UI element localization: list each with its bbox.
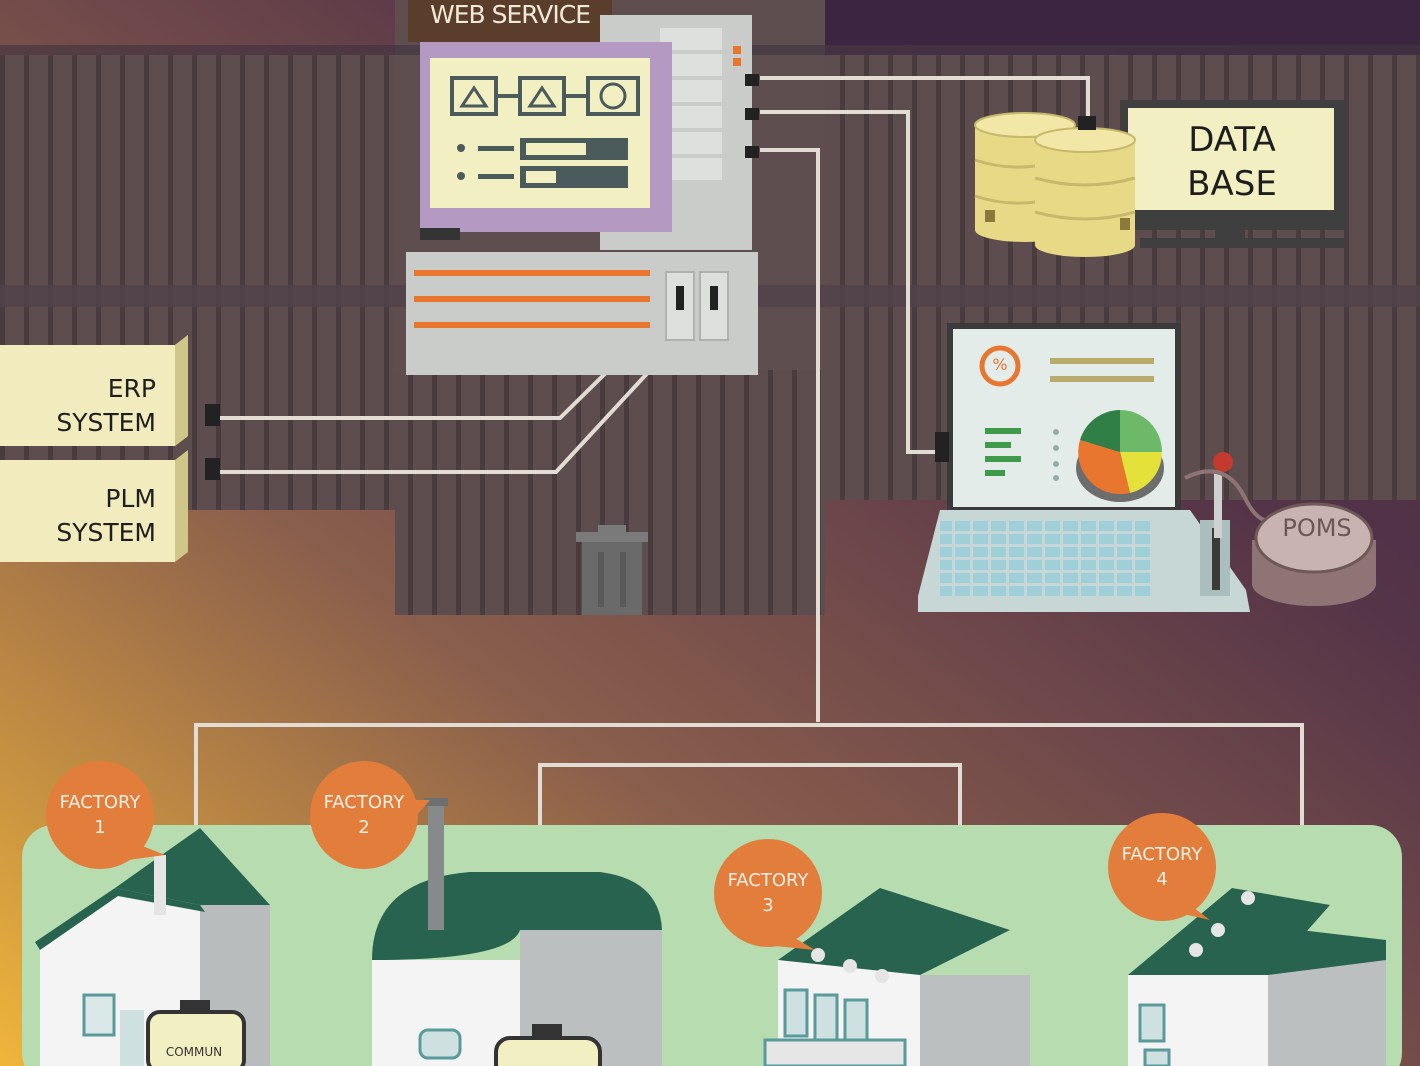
- web-service-server: [406, 0, 759, 375]
- poms-laptop: [918, 323, 1266, 612]
- pie-chart-icon: [1076, 410, 1164, 502]
- database-label: DATA BASE: [1187, 120, 1277, 204]
- factory-1-label: FACTORY 1: [59, 792, 141, 838]
- plm-system-box: [0, 450, 220, 562]
- poms-module: [1252, 502, 1376, 606]
- erp-system-label: ERP SYSTEM: [56, 374, 156, 437]
- factory-ground: [22, 825, 1402, 1066]
- erp-system-box: [0, 335, 220, 446]
- factory-3-building: [763, 888, 1030, 1066]
- factory-2-building: [372, 798, 662, 1066]
- factory-4-label: FACTORY 4: [1121, 844, 1203, 890]
- plm-system-label: PLM SYSTEM: [56, 484, 156, 547]
- factory-callouts: [46, 761, 1216, 950]
- trash-can-icon: [576, 525, 648, 615]
- factory-3-label: FACTORY 3: [727, 870, 809, 916]
- communicator-label: COMMUN: [165, 1045, 223, 1059]
- web-service-label: WEB SERVICE: [429, 0, 591, 29]
- database-server: [974, 100, 1346, 257]
- factory-2-label: FACTORY 2: [323, 792, 405, 838]
- poms-label: POMS: [1282, 514, 1352, 542]
- percent-icon: %: [992, 355, 1008, 374]
- factory-4-building: [1128, 888, 1386, 1066]
- factory-1-building: [35, 828, 270, 1066]
